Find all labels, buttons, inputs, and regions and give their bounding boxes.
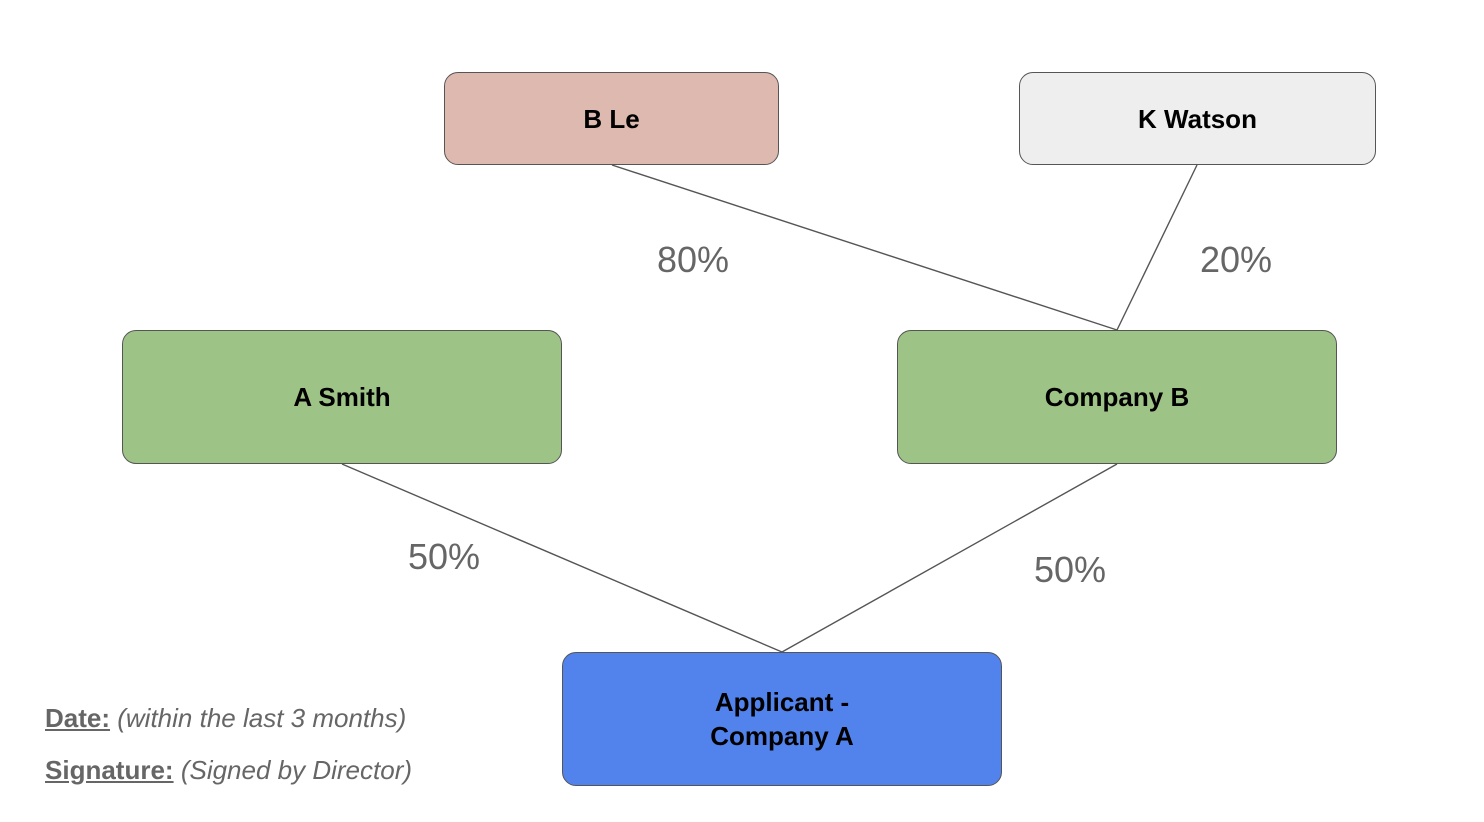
date-label: Date: <box>45 703 111 733</box>
date-value: (within the last 3 months) <box>117 703 407 733</box>
node-label: A Smith <box>293 382 391 412</box>
node-company-b: Company B <box>897 330 1337 464</box>
node-label: Company B <box>1044 382 1190 412</box>
signature-value: (Signed by Director) <box>180 755 413 785</box>
edge-label-asmith-ownership: 50% <box>408 536 481 577</box>
node-a-smith: A Smith <box>122 330 562 464</box>
signature-line: Signature: (Signed by Director) <box>45 755 412 786</box>
edge-kwatson-to-companyb <box>1116 164 1198 331</box>
signature-label: Signature: <box>45 755 174 785</box>
node-label: K Watson <box>1138 103 1257 134</box>
node-label: B Le <box>583 103 640 134</box>
edge-asmith-to-companya <box>341 463 783 653</box>
node-label: Applicant - Company A <box>710 687 854 751</box>
edge-label-companyb-ownership: 50% <box>1034 549 1107 590</box>
edge-label-kwatson-ownership: 20% <box>1200 239 1273 280</box>
date-line: Date: (within the last 3 months) <box>45 703 406 734</box>
edge-label-ble-ownership: 80% <box>657 239 730 280</box>
node-b-le: B Le <box>444 72 779 165</box>
edge-ble-to-companyb <box>611 164 1118 331</box>
edge-companyb-to-companya <box>781 463 1118 653</box>
node-applicant-company-a: Applicant - Company A <box>562 652 1002 786</box>
node-k-watson: K Watson <box>1019 72 1376 165</box>
